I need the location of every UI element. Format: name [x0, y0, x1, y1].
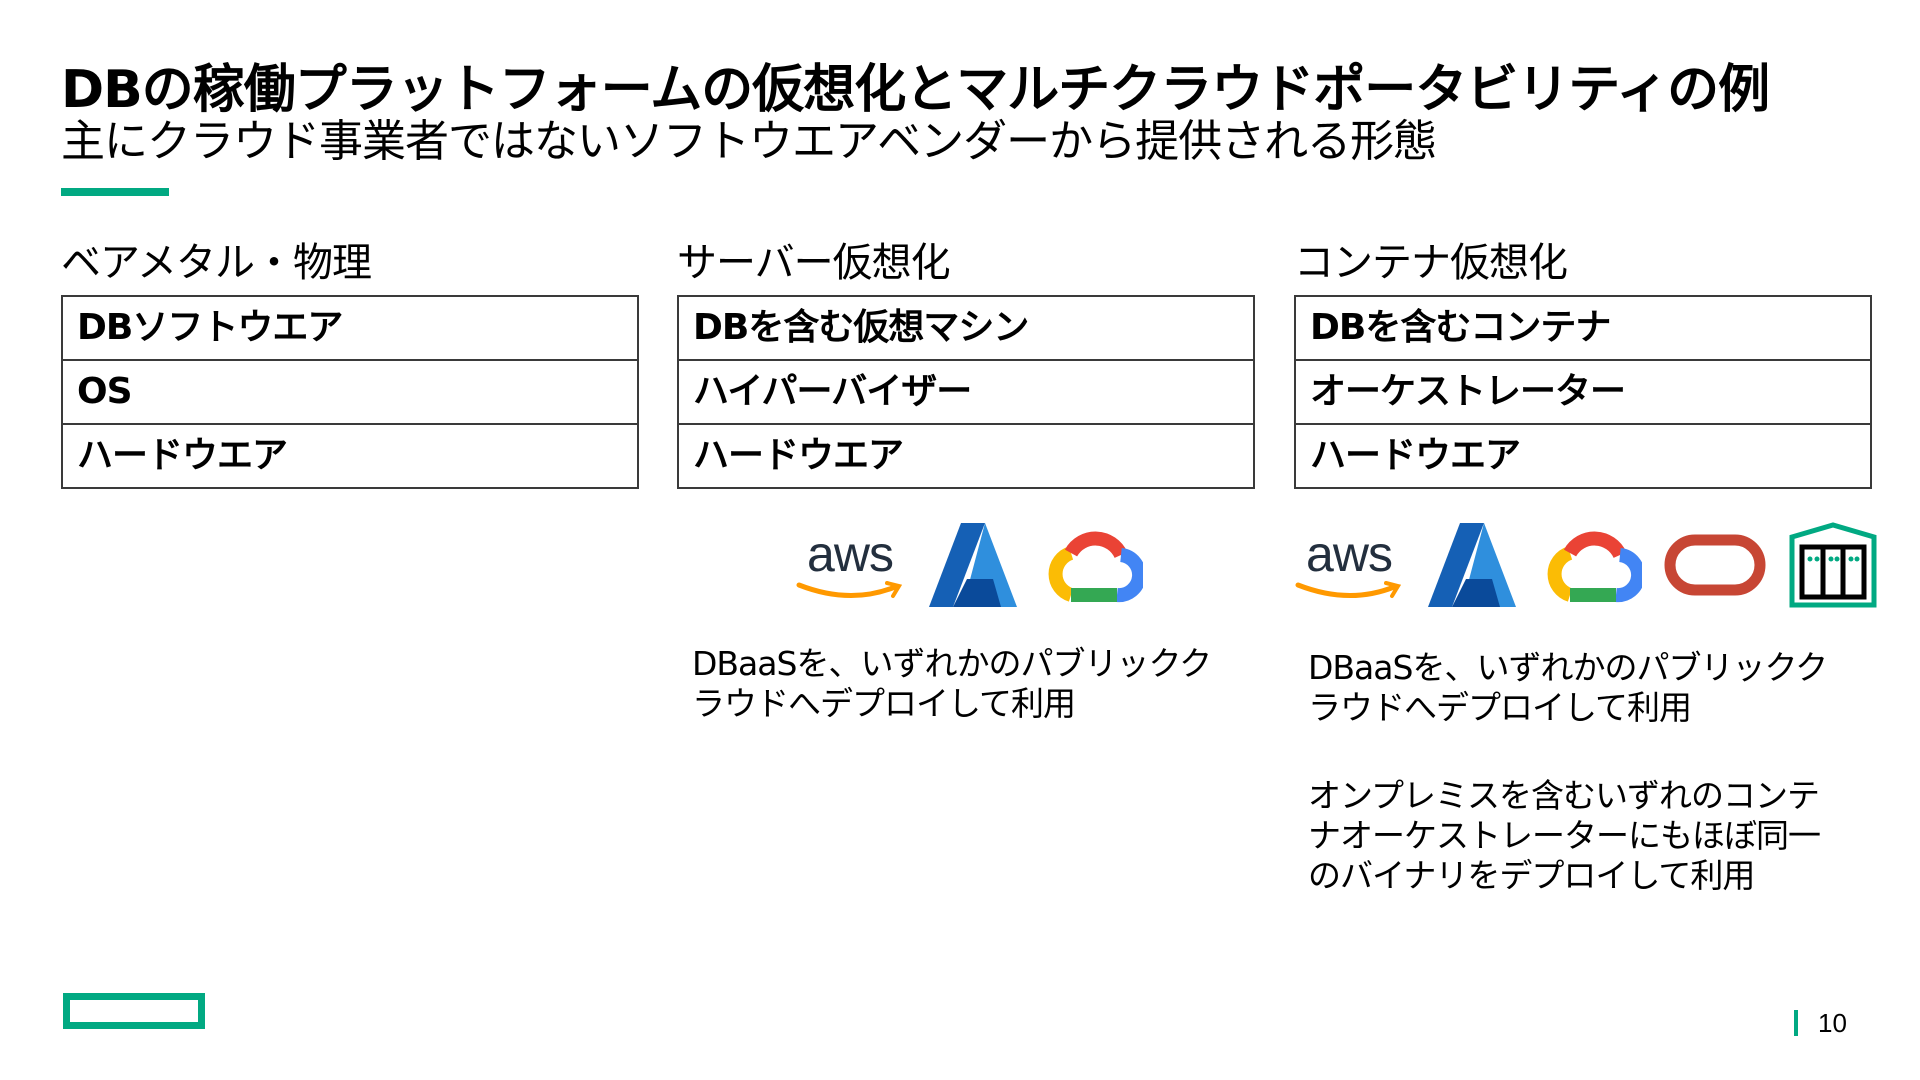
layer-stack: DBを含む仮想マシン ハイパーバイザー ハードウエア [677, 295, 1255, 489]
layer-hardware: ハードウエア [77, 435, 288, 476]
column-heading: ベアメタル・物理 [61, 240, 372, 286]
cloud-logos-container: aws [1294, 520, 1878, 610]
note-line: ナオーケストレーターにもほぼ同一 [1308, 816, 1821, 855]
hpe-logo [63, 993, 205, 1029]
layer-db-software: DBソフトウエア [63, 297, 637, 361]
aws-smile-icon [796, 581, 903, 599]
layer-hardware: ハードウエア [1310, 435, 1521, 476]
note-line: のバイナリをデプロイして利用 [1308, 856, 1755, 895]
layer-container: DBを含むコンテナ [1296, 297, 1870, 361]
note-line: DBaaSを、いずれかのパブリックク [692, 644, 1212, 683]
layer-os: OS [63, 361, 637, 425]
google-cloud-logo [1540, 525, 1642, 605]
title-accent-rule [61, 188, 169, 196]
google-cloud-logo [1041, 525, 1143, 605]
column-bare-metal: ベアメタル・物理 DBソフトウエア OS ハードウエア [61, 243, 639, 489]
azure-logo [927, 521, 1019, 609]
aws-logo: aws [795, 529, 905, 601]
layer-hypervisor: ハイパーバイザー [679, 361, 1253, 425]
note-line: DBaaSを、いずれかのパブリックク [1308, 648, 1828, 687]
page-number: 10 [1818, 1008, 1847, 1038]
azure-logo [1426, 521, 1518, 609]
on-premises-datacenter-icon [1788, 521, 1878, 609]
cloud-logos-server: aws [795, 520, 1165, 610]
column-server-virtualization: サーバー仮想化 DBを含む仮想マシン ハイパーバイザー ハードウエア [677, 243, 1255, 489]
slide-title: DBの稼働プラットフォームの仮想化とマルチクラウドポータビリティの例 [61, 60, 1770, 120]
column-heading: コンテナ仮想化 [1294, 240, 1568, 286]
note-on-premises: オンプレミスを含むいずれのコンテ ナオーケストレーターにもほぼ同一 のバイナリを… [1308, 776, 1821, 896]
layer-orchestrator: オーケストレーター [1296, 361, 1870, 425]
note-line: ラウドへデプロイして利用 [692, 684, 1076, 723]
slide-subtitle: 主にクラウド事業者ではないソフトウエアベンダーから提供される形態 [61, 116, 1437, 167]
note-line: ラウドへデプロイして利用 [1308, 688, 1692, 727]
layer-hardware: ハードウエア [693, 435, 904, 476]
note-dbaas-server: DBaaSを、いずれかのパブリックク ラウドへデプロイして利用 [692, 644, 1212, 724]
layer-stack: DBソフトウエア OS ハードウエア [61, 295, 639, 489]
aws-smile-icon [1295, 581, 1402, 599]
layer-virtual-machine: DBを含む仮想マシン [679, 297, 1253, 361]
column-heading: サーバー仮想化 [677, 240, 951, 286]
layer-stack: DBを含むコンテナ オーケストレーター ハードウエア [1294, 295, 1872, 489]
oracle-logo [1664, 532, 1766, 598]
aws-logo: aws [1294, 529, 1404, 601]
page-number-divider [1794, 1010, 1798, 1036]
column-container-virtualization: コンテナ仮想化 DBを含むコンテナ オーケストレーター ハードウエア [1294, 243, 1872, 489]
note-line: オンプレミスを含むいずれのコンテ [1308, 776, 1820, 815]
note-dbaas-container: DBaaSを、いずれかのパブリックク ラウドへデプロイして利用 [1308, 648, 1828, 728]
